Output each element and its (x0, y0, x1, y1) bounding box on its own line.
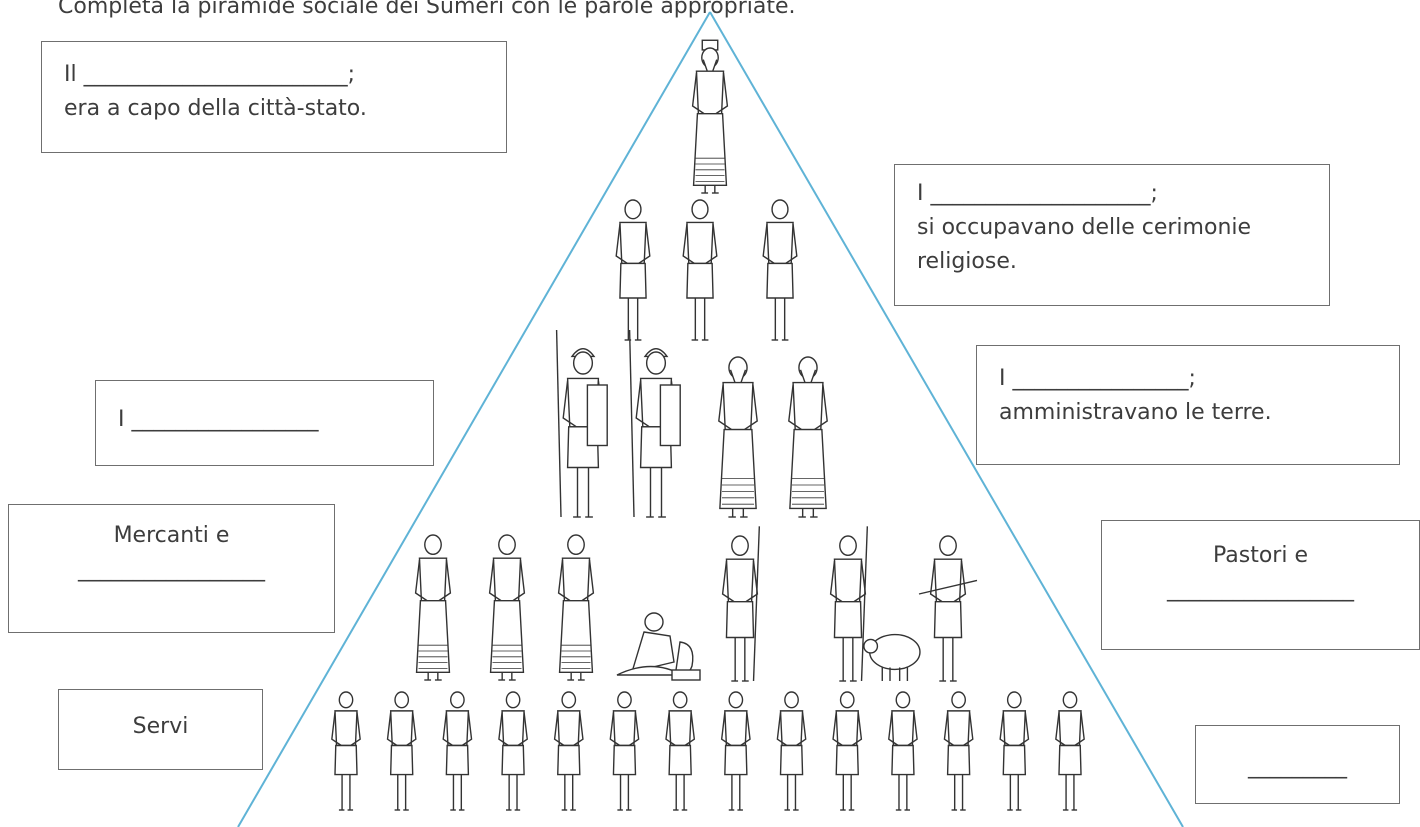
servant-figure-9 (776, 691, 807, 811)
king-box-blank: Il ________________________; (64, 62, 356, 87)
official-figure-2 (788, 356, 828, 518)
merchant-figure-3 (557, 534, 595, 681)
servant-figure-4 (498, 691, 528, 811)
priests-box-desc2: religiose. (917, 249, 1017, 274)
shepherd-figure (863, 535, 978, 682)
king-figure (691, 39, 729, 194)
priests-box: I ____________________; si occupavano de… (894, 164, 1330, 306)
servant-figure-1 (331, 691, 361, 811)
servant-figure-12 (943, 691, 974, 811)
priest-figure-3 (762, 199, 798, 341)
officials-box-blank: I ________________; (999, 366, 1196, 391)
priests-box-desc1: si occupavano delle cerimonie (917, 215, 1252, 240)
servant-figure-8 (720, 691, 751, 811)
slaves-box: _________ (1195, 725, 1400, 804)
farmer-figure-2 (829, 526, 869, 682)
servants-box: Servi (58, 689, 263, 770)
figures-group (331, 39, 1085, 811)
merchants-box: Mercanti e _________________ (8, 504, 335, 633)
servant-figure-7 (665, 691, 696, 811)
official-figure-1 (718, 356, 758, 518)
slaves-box-blank: _________ (1248, 754, 1347, 779)
merchants-box-blank: _________________ (78, 557, 265, 582)
pyramid-left-edge (237, 11, 711, 827)
sheep (863, 633, 921, 681)
soldiers-box-blank: I _________________ (118, 407, 319, 432)
merchants-box-label: Mercanti e (113, 523, 230, 548)
soldier-figure-1 (555, 329, 608, 518)
shepherds-box-blank: _________________ (1167, 577, 1354, 602)
priests-box-blank: I ____________________; (917, 181, 1158, 206)
shepherds-box: Pastori e _________________ (1101, 520, 1420, 650)
cut-off-instruction: Completa la piramide sociale dei Sumeri … (58, 0, 796, 19)
servant-figure-3 (442, 691, 473, 811)
artisan-figure (616, 612, 701, 681)
merchant-figure-1 (414, 534, 452, 681)
shepherds-box-label: Pastori e (1213, 543, 1308, 568)
servant-figure-14 (1055, 691, 1085, 811)
king-box-desc: era a capo della città-stato. (64, 96, 367, 121)
king-box: Il ________________________; era a capo … (41, 41, 507, 153)
servant-figure-13 (999, 691, 1030, 811)
servant-figure-5 (553, 691, 584, 811)
servants-box-label: Servi (132, 714, 189, 739)
priest-figure-1 (615, 199, 651, 341)
farmer-figure-1 (721, 526, 761, 682)
soldiers-box: I _________________ (95, 380, 434, 466)
servant-figure-6 (609, 691, 640, 811)
servant-figure-10 (832, 691, 863, 811)
pyramid-right-edge (709, 11, 1184, 827)
officials-box-desc: amministravano le terre. (999, 400, 1272, 425)
soldier-figure-2 (628, 329, 681, 518)
servant-figure-2 (386, 691, 417, 811)
servant-figure-11 (888, 691, 918, 811)
merchant-figure-2 (488, 534, 526, 681)
priest-figure-2 (682, 199, 718, 341)
officials-box: I ________________; amministravano le te… (976, 345, 1400, 465)
